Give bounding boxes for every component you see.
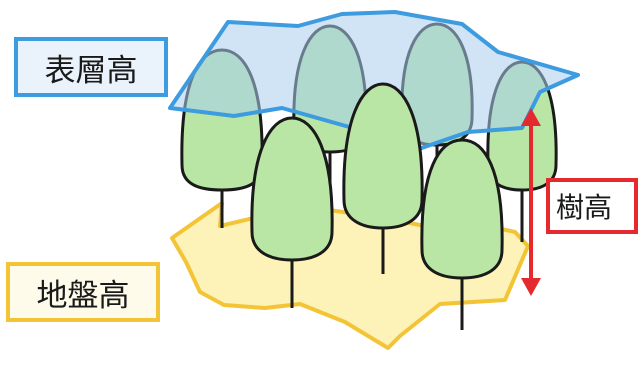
- tree-icon: [342, 82, 424, 274]
- ground-height-label: 地盤高: [6, 262, 160, 322]
- double-arrow-icon: [521, 108, 541, 296]
- tree-height-label: 樹高: [546, 178, 638, 234]
- tree-height-text: 樹高: [556, 191, 613, 224]
- ground-height-text: 地盤高: [36, 277, 130, 314]
- tree-icon: [420, 138, 504, 330]
- surface-height-label: 表層高: [14, 37, 168, 97]
- surface-layer: [168, 10, 580, 154]
- surface-height-text: 表層高: [44, 52, 138, 89]
- tree-icon: [250, 116, 334, 308]
